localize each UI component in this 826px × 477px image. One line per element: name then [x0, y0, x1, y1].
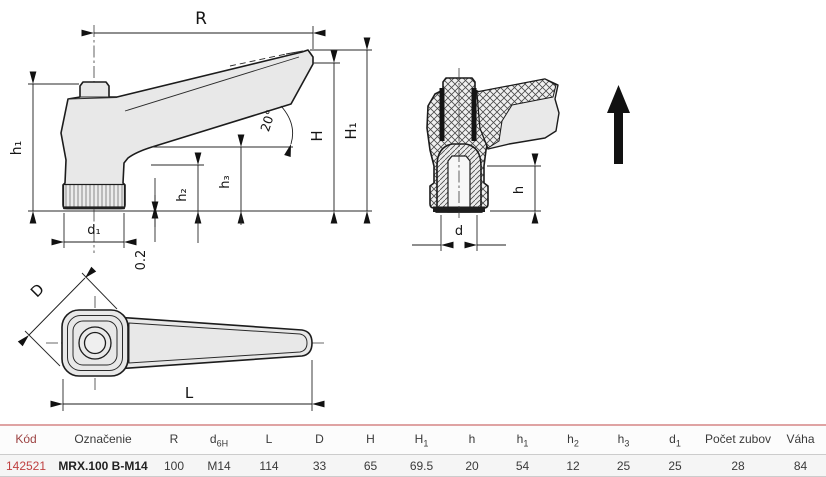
- cell-R: 100: [163, 458, 185, 473]
- cell-d6H: M14: [207, 458, 231, 473]
- cell-L: 114: [259, 458, 279, 473]
- dim-label-h3: h₃: [218, 175, 233, 188]
- cell-d1: 25: [668, 458, 682, 473]
- cell-h3: 25: [616, 458, 631, 473]
- cell-vaha: 84: [793, 458, 808, 473]
- col-header-H1: H1: [414, 431, 429, 449]
- col-header-L: L: [265, 431, 273, 446]
- dim-label-d1: d₁: [87, 223, 100, 238]
- col-header-H: H: [366, 431, 375, 446]
- dim-label-angle: 20°: [257, 108, 278, 134]
- cell-H: 65: [363, 458, 378, 473]
- dim-label-H1: H₁: [342, 122, 360, 139]
- cell-D: 33: [312, 458, 327, 473]
- col-header-h2: h2: [567, 431, 579, 449]
- spec-table-header-row: Kód Označenie R d6H L D H H1 h h1 h2 h3 …: [0, 424, 826, 455]
- col-header-D: D: [315, 431, 324, 446]
- cell-code[interactable]: 142521: [5, 458, 47, 473]
- col-header-pocet-zubov: Počet zubov: [704, 431, 772, 446]
- col-header-vaha: Váha: [786, 431, 815, 446]
- dim-label-h: h: [512, 186, 527, 194]
- dim-label-d: d: [455, 224, 463, 239]
- technical-drawing: R h₁ H H₁ 20° h₃ h₂: [9, 9, 630, 411]
- col-header-h: h: [468, 431, 476, 446]
- side-view: R h₁ H H₁ 20° h₃ h₂: [9, 9, 372, 270]
- section-view: h d: [412, 68, 630, 251]
- cell-h1: 54: [515, 458, 530, 473]
- cell-designation: MRX.100 B-M14: [58, 458, 148, 473]
- dim-label-gap: 0.2: [134, 250, 149, 271]
- dim-label-D: D: [27, 280, 48, 301]
- cell-h: 20: [465, 458, 479, 473]
- col-header-h1: h1: [516, 431, 529, 449]
- col-header-R: R: [169, 431, 179, 446]
- spec-table: Kód Označenie R d6H L D H H1 h h1 h2 h3 …: [0, 424, 826, 477]
- dim-label-h2: h₂: [175, 188, 190, 201]
- col-header-kod: Kód: [15, 431, 37, 446]
- cell-pocet-zubov: 28: [731, 458, 745, 473]
- col-header-oznacenie: Označenie: [74, 431, 132, 446]
- up-arrow-icon: [607, 85, 630, 164]
- col-header-d1: d1: [669, 431, 681, 449]
- col-header-h3: h3: [617, 431, 630, 449]
- dim-label-L: L: [185, 384, 194, 402]
- col-header-d6H: d6H: [209, 431, 229, 449]
- dim-label-H: H: [308, 130, 326, 141]
- dim-label-h1: h₁: [9, 141, 25, 156]
- cell-h2: 12: [566, 458, 580, 473]
- spec-table-data-row: 142521 MRX.100 B-M14 100 M14 114 33 65 6…: [0, 455, 826, 477]
- top-view: L D: [17, 266, 325, 411]
- dim-label-R: R: [195, 9, 207, 29]
- cell-H1: 69.5: [409, 458, 434, 473]
